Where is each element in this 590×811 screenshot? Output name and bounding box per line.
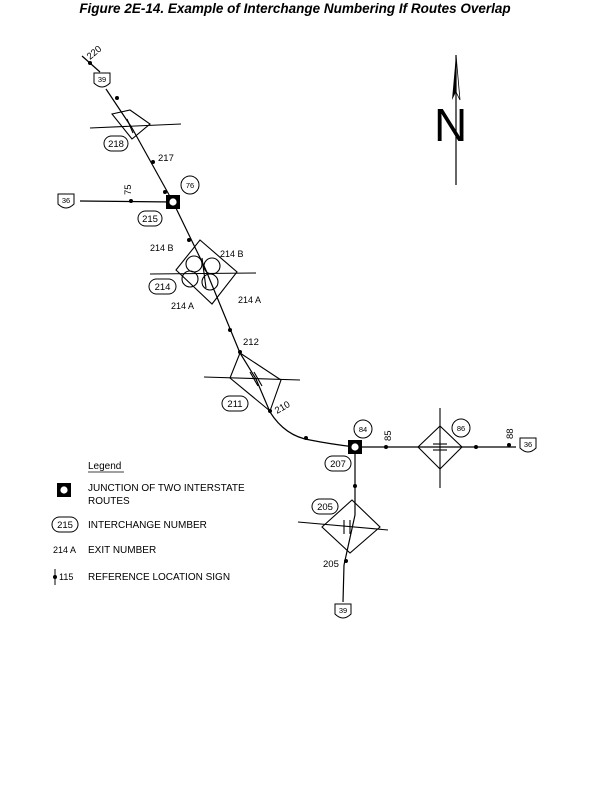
interchange-number-215: 215: [137, 210, 163, 227]
interchange-number-211: 211: [221, 395, 249, 412]
shield-top-39: 39: [93, 72, 111, 88]
svg-text:218: 218: [108, 139, 124, 150]
svg-text:205: 205: [317, 502, 333, 513]
interchange-205: [297, 499, 389, 554]
interchange-number-86: 86: [451, 418, 471, 438]
reference-sign-88: 88: [505, 428, 516, 439]
shield-left-36: 36: [57, 193, 75, 209]
legend-heading: Legend: [88, 461, 121, 472]
svg-text:84: 84: [359, 425, 367, 434]
reference-sign-220: 220: [85, 44, 104, 63]
interchange-number-218: 218: [103, 135, 129, 152]
svg-text:39: 39: [339, 606, 347, 615]
reference-sign-217: 217: [158, 153, 174, 164]
svg-text:36: 36: [62, 196, 70, 205]
legend-exit-label: EXIT NUMBER: [88, 545, 156, 556]
svg-text:76: 76: [186, 181, 194, 190]
reference-sign-85: 85: [383, 430, 394, 441]
north-label: N: [434, 99, 467, 151]
legend-sign-label: REFERENCE LOCATION SIGN: [88, 572, 230, 583]
exit-214b-left: 214 B: [150, 243, 174, 253]
legend-junction-label-1: JUNCTION OF TWO INTERSTATE: [88, 483, 245, 494]
legend-junction-label-2: ROUTES: [88, 496, 130, 507]
svg-text:36: 36: [524, 440, 532, 449]
interchange-218: [89, 109, 182, 140]
figure-title: Figure 2E-14. Example of Interchange Num…: [79, 1, 511, 16]
interchange-214: [149, 239, 257, 305]
shield-right-36: 36: [519, 437, 537, 453]
reference-dots: [88, 61, 511, 563]
reference-sign-212: 212: [243, 337, 259, 348]
svg-text:211: 211: [227, 399, 242, 410]
legend-sign-sample: 115: [59, 572, 73, 582]
reference-sign-205: 205: [323, 559, 339, 570]
main-route: [79, 55, 516, 603]
svg-text:207: 207: [330, 459, 346, 470]
legend: Legend JUNCTION OF TWO INTERSTATE ROUTES…: [51, 461, 245, 585]
interchange-number-76: 76: [180, 175, 200, 195]
svg-text:39: 39: [98, 75, 106, 84]
legend-exit-sample: 214 A: [53, 545, 76, 555]
legend-interchange-label: INTERCHANGE NUMBER: [88, 520, 207, 531]
reference-sign-210: 210: [273, 399, 292, 416]
svg-text:86: 86: [457, 424, 465, 433]
exit-214a-left: 214 A: [171, 301, 194, 311]
exit-214b-right: 214 B: [220, 249, 244, 259]
north-arrow: N: [434, 54, 467, 185]
interchange-number-205: 205: [311, 498, 339, 515]
svg-text:215: 215: [142, 214, 158, 225]
interchange-number-84: 84: [353, 419, 373, 439]
interchange-86: [417, 408, 463, 488]
interchange-number-214: 214: [148, 278, 177, 295]
svg-text:214: 214: [155, 282, 171, 293]
shield-bottom-39: 39: [334, 603, 352, 619]
interchange-number-207: 207: [324, 455, 352, 472]
legend-interchange-sample: 215: [57, 520, 73, 531]
reference-sign-75: 75: [123, 184, 134, 195]
interchange-211: [203, 352, 301, 412]
exit-214a-right: 214 A: [238, 295, 261, 305]
